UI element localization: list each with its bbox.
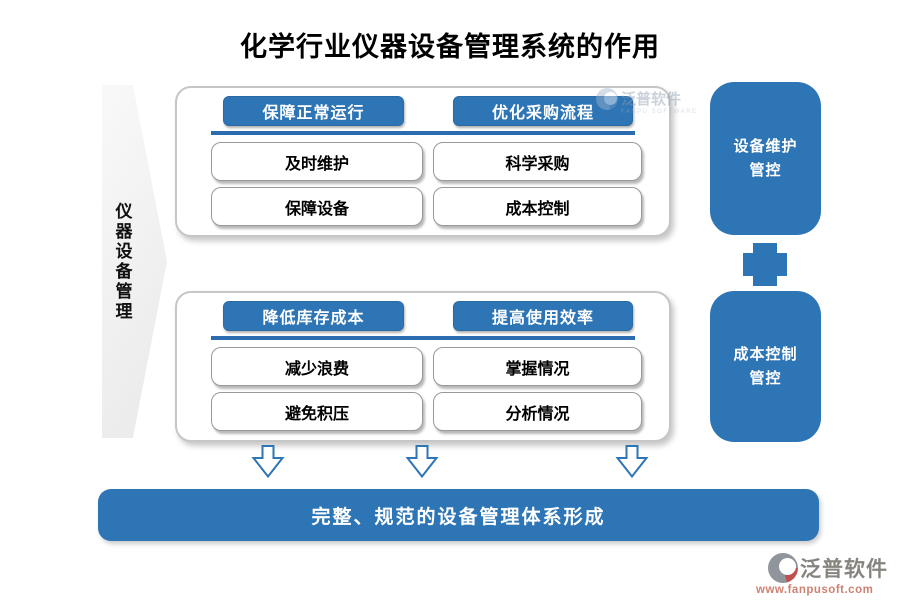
footer-url: www.fanpusoft.com <box>756 584 874 596</box>
fanpu-logo-icon <box>768 553 798 583</box>
fanpu-logo-icon <box>596 88 618 110</box>
item-cost-control: 成本控制 <box>433 187 642 226</box>
side-box-line: 成本控制 <box>733 346 798 364</box>
footer-logo: 泛普软件 www.fanpusoft.com <box>756 553 888 596</box>
left-banner-label: 仪器设备管理 <box>112 201 132 322</box>
down-arrow-icon <box>251 445 285 479</box>
side-box-line: 管控 <box>749 369 782 387</box>
item-grasp-situation: 掌握情况 <box>433 347 642 386</box>
item-safeguard-equipment: 保障设备 <box>211 187 423 226</box>
down-arrow-icon <box>615 445 649 479</box>
header-reduce-inventory-cost: 降低库存成本 <box>223 301 404 331</box>
plus-icon <box>743 243 787 286</box>
side-box-line: 设备维护 <box>733 138 798 156</box>
header-improve-usage-efficiency: 提高使用效率 <box>453 301 633 331</box>
divider-line <box>211 131 635 135</box>
side-box-maintenance-control: 设备维护 管控 <box>710 82 821 235</box>
item-scientific-procurement: 科学采购 <box>433 142 642 181</box>
divider-line <box>211 336 635 340</box>
panel-operation-procurement: 保障正常运行 优化采购流程 及时维护 科学采购 保障设备 成本控制 <box>175 86 671 237</box>
panel-inventory-efficiency: 降低库存成本 提高使用效率 减少浪费 掌握情况 避免积压 分析情况 <box>175 291 671 442</box>
side-box-line: 管控 <box>749 161 782 179</box>
item-timely-maintenance: 及时维护 <box>211 142 423 181</box>
header-optimize-procurement: 优化采购流程 <box>453 96 633 126</box>
item-analyze-situation: 分析情况 <box>433 392 642 431</box>
watermark: 泛普软件 FANPU SOFTWARE <box>596 88 697 115</box>
watermark-caption: FANPU SOFTWARE <box>621 109 698 115</box>
down-arrow-icon <box>405 445 439 479</box>
page-title: 化学行业仪器设备管理系统的作用 <box>240 32 660 62</box>
side-box-cost-control: 成本控制 管控 <box>710 291 821 442</box>
watermark-brand: 泛普软件 <box>621 91 682 108</box>
header-ensure-normal-operation: 保障正常运行 <box>223 96 404 126</box>
item-reduce-waste: 减少浪费 <box>211 347 423 386</box>
footer-brand: 泛普软件 <box>800 558 888 581</box>
item-avoid-backlog: 避免积压 <box>211 392 423 431</box>
result-bar: 完整、规范的设备管理体系形成 <box>98 489 819 541</box>
